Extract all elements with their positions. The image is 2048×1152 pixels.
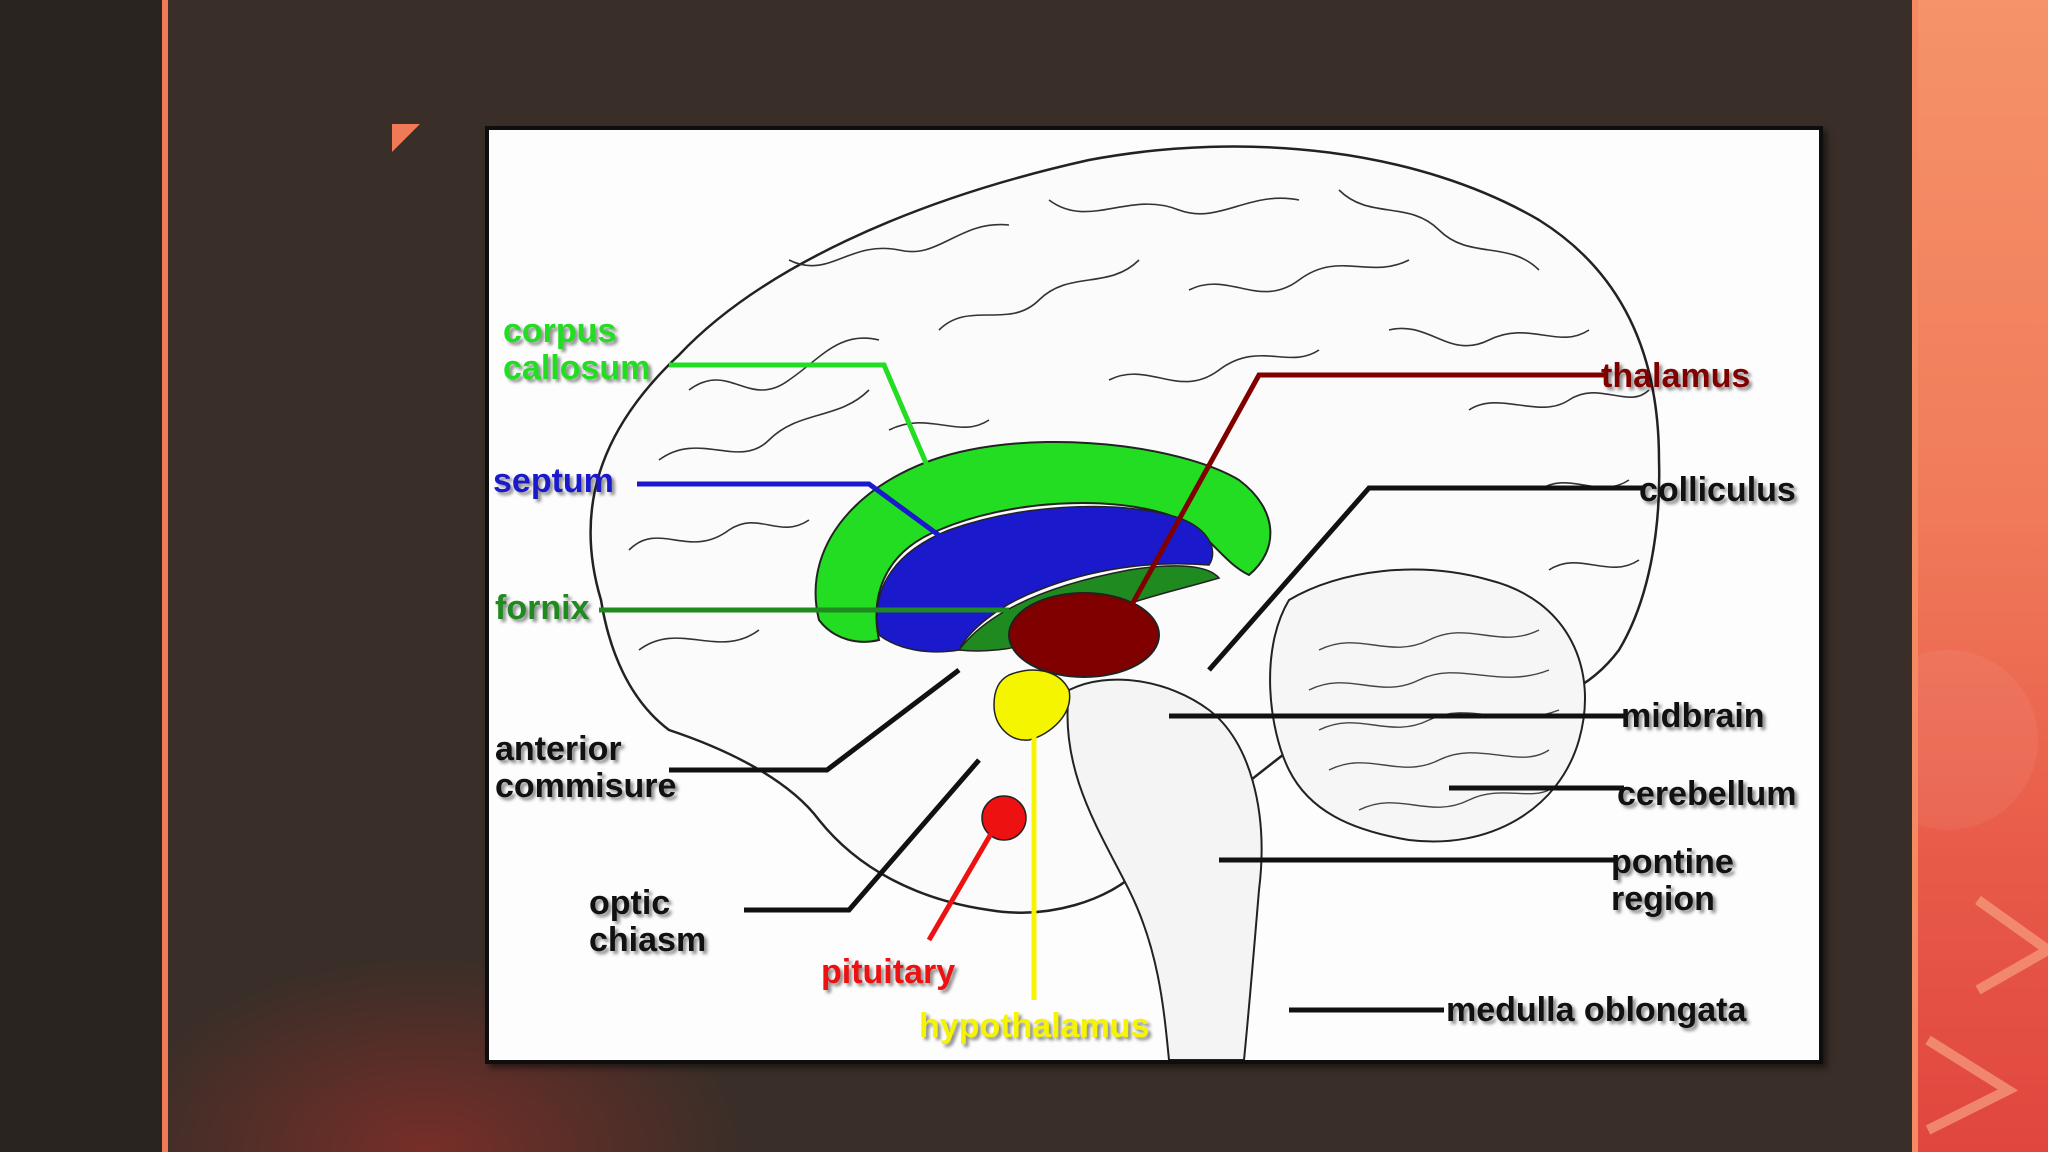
label-hypothalamus: hypothalamus <box>919 1007 1150 1045</box>
right-decor-band <box>1918 0 2048 1152</box>
gyri-lines <box>628 189 1650 651</box>
left-accent-rule <box>162 0 168 1152</box>
pituitary-leader <box>926 818 1002 942</box>
colliculus-leader <box>1207 485 1644 672</box>
brainstem-shape <box>1066 678 1263 1060</box>
chevron-decor-icon <box>1918 650 2048 1135</box>
thalamus-leader <box>1126 372 1604 612</box>
label-optic-chiasm: optic chiasm <box>589 884 707 959</box>
hypothalamus-shape <box>993 669 1071 741</box>
right-accent-rule <box>1912 0 1918 1152</box>
optic-chiasm-leader <box>744 758 981 913</box>
corpus-callosum-shape <box>814 440 1272 643</box>
label-cerebellum: cerebellum <box>1617 775 1797 813</box>
label-anterior-commisure: anterior commisure <box>495 730 677 805</box>
label-corpus-callosum: corpus callosum <box>503 312 651 387</box>
thalamus-shape <box>1008 592 1160 678</box>
label-septum: septum <box>493 462 614 500</box>
label-thalamus: thalamus <box>1601 357 1751 395</box>
leader-lines <box>599 362 1644 1013</box>
corpus-callosum-leader <box>669 362 932 471</box>
anterior-commisure-leader <box>669 668 961 773</box>
cerebellum-shape <box>1269 568 1586 843</box>
label-pituitary: pituitary <box>821 953 956 991</box>
septum-shape <box>876 505 1214 653</box>
brain-diagram: corpus callosum septum fornix anterior c… <box>485 126 1823 1064</box>
brain-illustration <box>589 145 1661 1060</box>
label-fornix: fornix <box>495 589 590 627</box>
label-pontine-region: pontine region <box>1611 843 1734 918</box>
label-medulla-oblongata: medulla oblongata <box>1446 991 1747 1029</box>
label-colliculus: colliculus <box>1639 471 1796 509</box>
label-midbrain: midbrain <box>1621 697 1765 735</box>
corner-triangle-icon <box>392 124 420 152</box>
septum-leader <box>637 481 961 553</box>
left-band <box>0 0 162 1152</box>
arbor-vitae <box>1308 629 1560 811</box>
